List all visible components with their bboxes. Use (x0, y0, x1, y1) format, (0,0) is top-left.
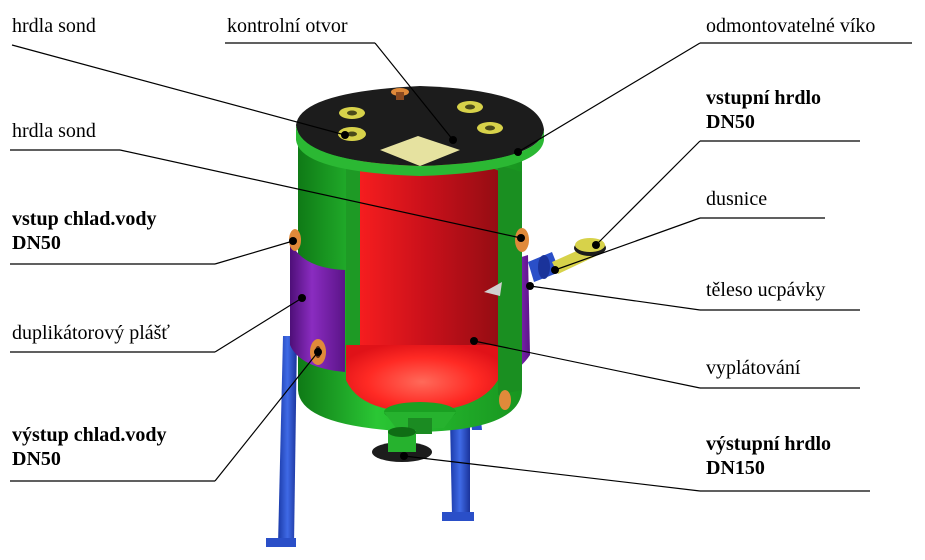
support-leg-right (442, 420, 474, 521)
stuffing-box (528, 252, 560, 282)
label-vystupni-hrdlo-line1: výstupní hrdlo (706, 433, 832, 455)
leader-dusnice-diag (554, 217, 701, 271)
dot-vyplatovani (470, 337, 478, 345)
dot-vystupni-hrdlo (400, 452, 408, 460)
label-vstup-chlad-line1: vstup chlad.vody (12, 208, 157, 230)
leader-hrdla-sond-top (11, 44, 346, 136)
label-vystup-chlad: výstup chlad.vody DN50 (12, 423, 167, 471)
label-vystupni-hrdlo-line2: DN150 (706, 457, 765, 479)
label-teleso-ucpavky: těleso ucpávky (706, 279, 826, 301)
probe-nozzle-1 (339, 107, 365, 119)
label-vstup-chlad: vstup chlad.vody DN50 (12, 207, 157, 255)
leader-duplikatorovy-plast-diag (214, 297, 303, 353)
label-odmontovatelne-viko: odmontovatelné víko (706, 15, 876, 37)
dot-dusnice (551, 266, 559, 274)
label-vstupni-hrdlo-line2: DN50 (706, 111, 755, 133)
leader-vstup-chlad-diag (214, 240, 294, 265)
dot-vstup-chlad (289, 237, 297, 245)
leader-vystup-chlad-diag (214, 351, 319, 482)
leader-odmontovatelne-viko-diag (517, 42, 701, 153)
label-vystupni-hrdlo: výstupní hrdlo DN150 (706, 432, 831, 480)
dot-hrdla-sond-mid (517, 234, 525, 242)
label-vystup-chlad-line2: DN50 (12, 448, 61, 470)
probe-nozzle-4 (477, 122, 503, 134)
leader-vystupni-hrdlo-diag (403, 455, 701, 492)
leader-teleso-ucpavky-diag (529, 285, 701, 311)
lower-side-flange (499, 390, 511, 410)
leader-dots (289, 131, 600, 460)
baffle-plate (484, 282, 502, 296)
dot-vstupni-hrdlo (592, 241, 600, 249)
label-hrdla-sond-top: hrdla sond (12, 15, 96, 37)
dot-odmontovatelne-viko (514, 148, 522, 156)
label-vstup-chlad-line2: DN50 (12, 232, 61, 254)
leader-vstupni-hrdlo-diag (595, 140, 701, 246)
label-vstupni-hrdlo-line1: vstupní hrdlo (706, 87, 822, 109)
leader-vyplatovani-diag (473, 340, 701, 389)
support-leg-left (266, 336, 297, 547)
leader-lines (10, 42, 912, 492)
dot-duplikatorovy-plast (298, 294, 306, 302)
dot-hrdla-sond-top (341, 131, 349, 139)
label-vystup-chlad-line1: výstup chlad.vody (12, 424, 167, 446)
probe-nozzle-3 (457, 101, 483, 113)
dot-vystup-chlad (314, 348, 322, 356)
label-kontrolni-otvor: kontrolní otvor (227, 15, 348, 37)
label-duplikatorovy-plast: duplikátorový plášť (12, 322, 170, 344)
dot-kontrolni-otvor (449, 136, 457, 144)
inspection-port (391, 88, 409, 100)
label-vstupni-hrdlo: vstupní hrdlo DN50 (706, 86, 821, 134)
dot-teleso-ucpavky (526, 282, 534, 290)
label-vyplatovani: vyplátování (706, 357, 801, 379)
leader-kontrolni-otvor-diag (374, 42, 454, 141)
label-dusnice: dusnice (706, 188, 768, 210)
leader-hrdla-sond-mid-diag (119, 149, 522, 239)
lining-cutaway (346, 140, 522, 434)
label-hrdla-sond-mid: hrdla sond (12, 120, 96, 142)
